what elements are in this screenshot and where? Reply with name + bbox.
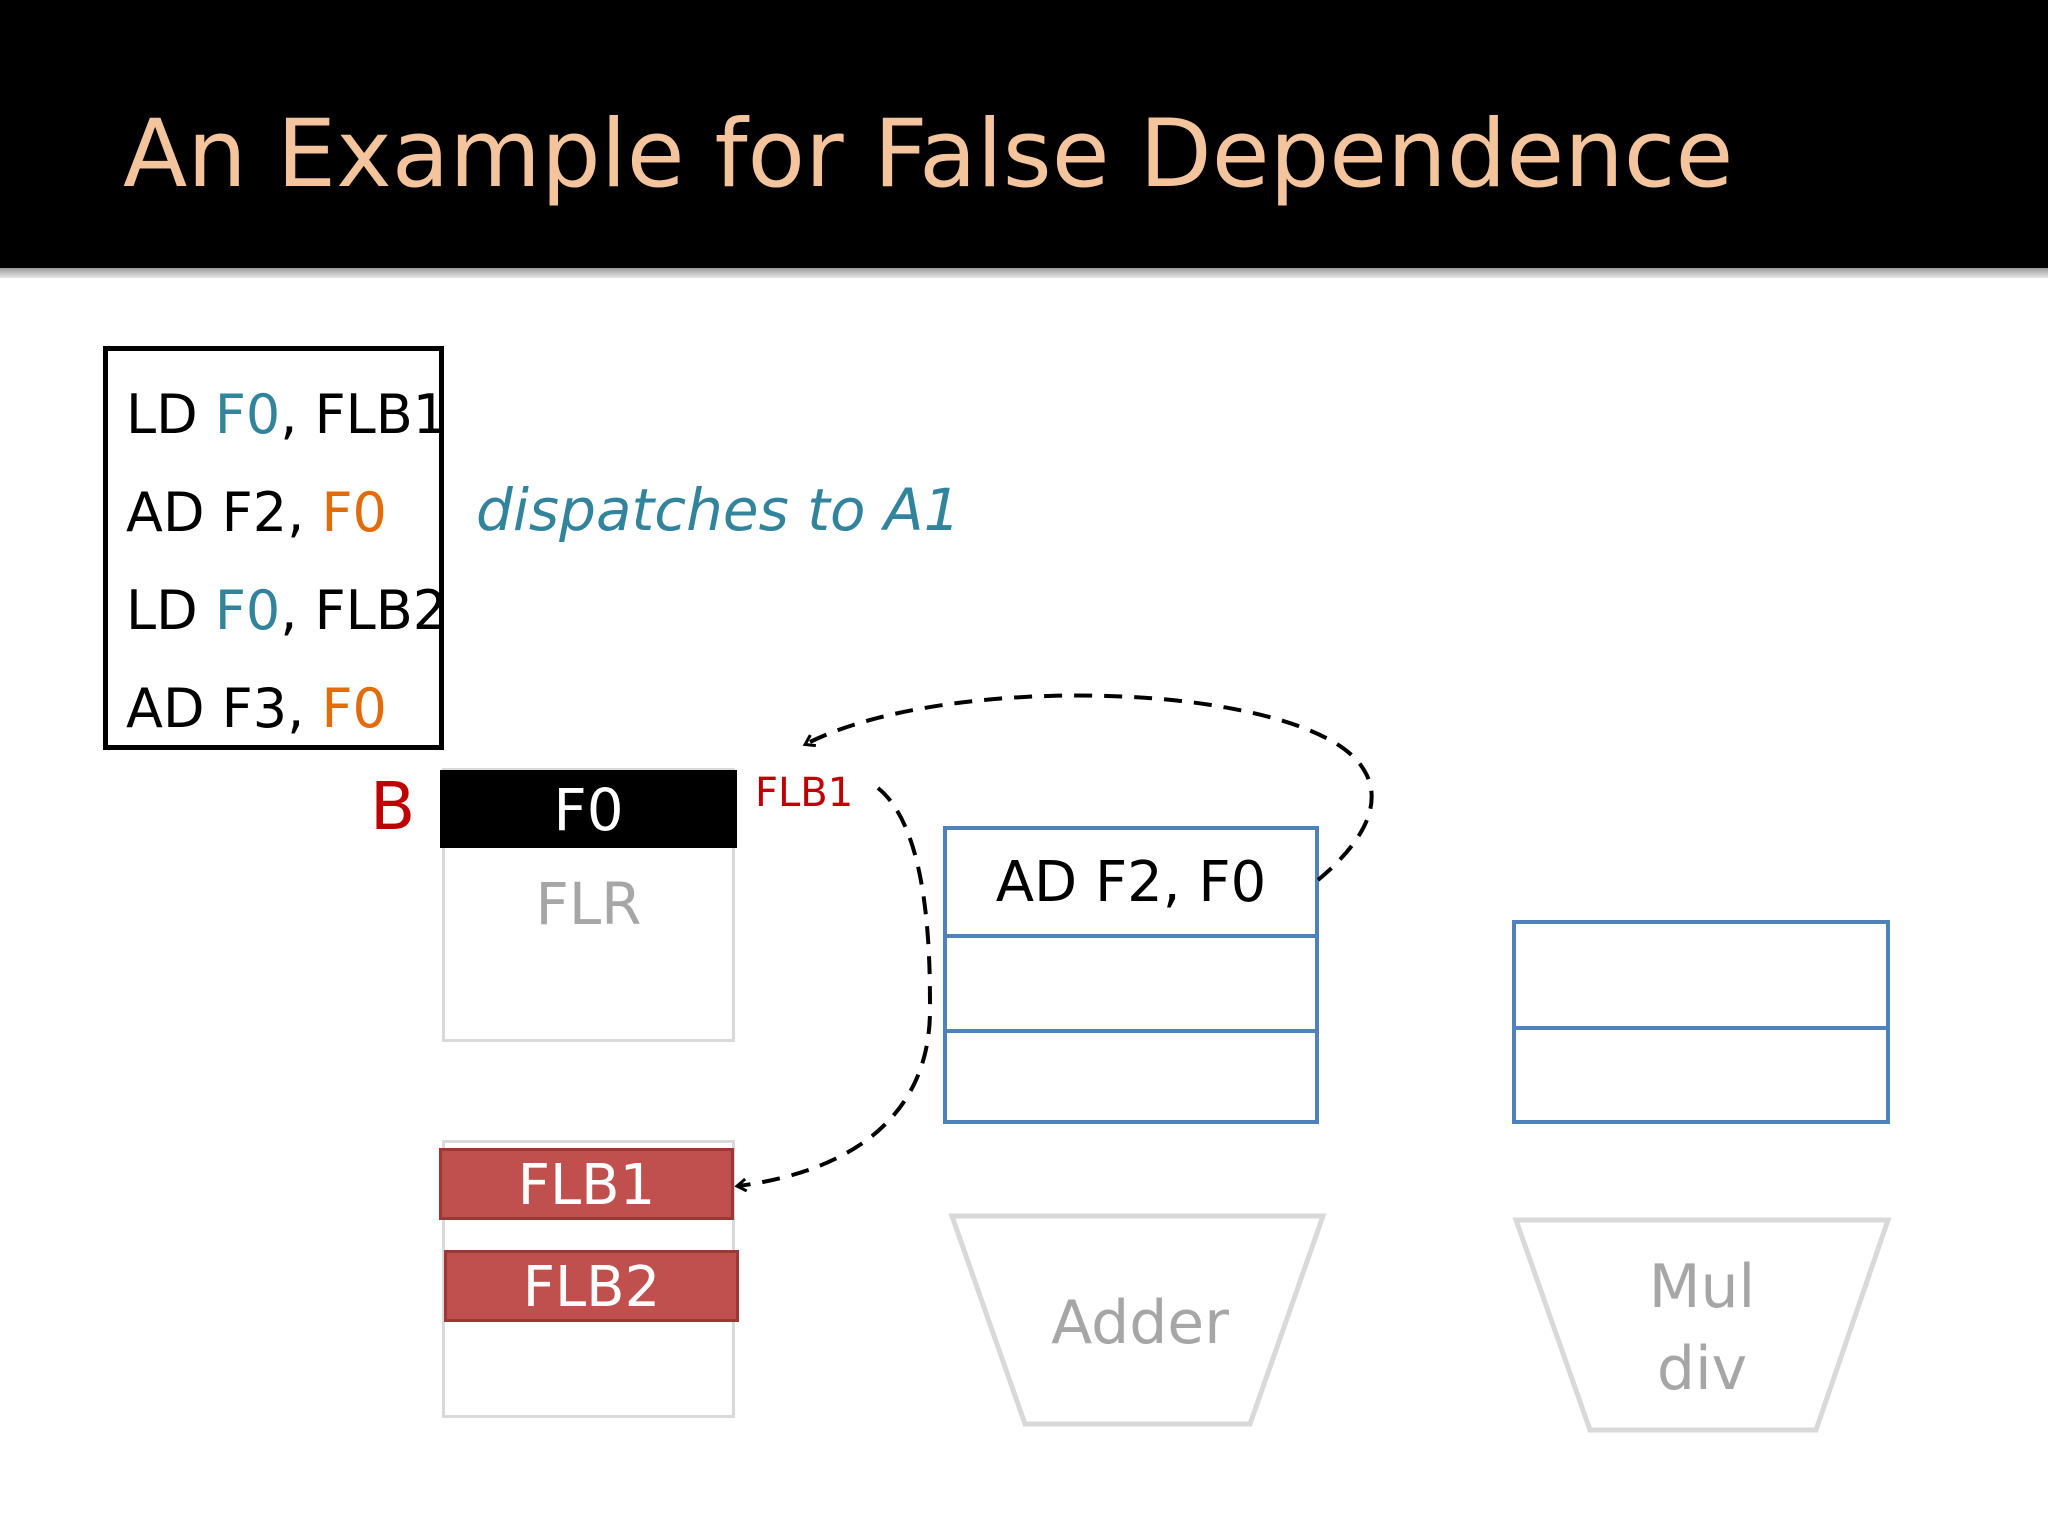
adder-unit-label: Adder — [1051, 1288, 1229, 1358]
adder-station-entry: AD F2, F0 — [995, 850, 1267, 915]
instruction-sep: , — [280, 383, 315, 446]
muldiv-unit-label-line1: Mul — [1648, 1252, 1756, 1322]
muldiv-unit-label-line2: div — [1656, 1334, 1748, 1404]
instruction-op: AD F2, — [126, 481, 322, 544]
load-buffer-flb1: FLB1 — [439, 1148, 734, 1220]
instruction-sep: , — [280, 579, 315, 642]
adder-station-row: AD F2, F0 — [947, 830, 1315, 938]
instruction-dest-reg: F0 — [214, 383, 281, 446]
adder-reservation-station: AD F2, F0 — [943, 826, 1319, 1124]
instruction-op: LD — [126, 383, 215, 446]
instruction-src-reg: F0 — [321, 481, 387, 544]
title-bar: An Example for False Dependence — [0, 0, 2048, 268]
slide-title: An Example for False Dependence — [123, 100, 1734, 209]
instruction-box: LD F0, FLB1 AD F2, F0 LD F0, FLB2 AD F3,… — [103, 346, 447, 750]
register-entry-f0: F0 — [440, 770, 737, 848]
adder-unit-shape — [948, 1213, 1327, 1427]
instruction-src-reg: F0 — [321, 677, 387, 740]
instruction-dest-reg: F0 — [214, 579, 281, 642]
title-divider — [0, 268, 2048, 278]
dispatch-annotation: dispatches to A1 — [476, 476, 961, 544]
instruction-op: LD — [126, 579, 215, 642]
register-file-label: FLR — [535, 870, 642, 938]
instruction-line: AD F3, F0 — [126, 677, 387, 740]
muldiv-unit-shape — [1512, 1217, 1892, 1433]
muldiv-station-row — [1516, 924, 1886, 1030]
instruction-op: AD F3, — [126, 677, 322, 740]
result-broadcast-arrow — [806, 693, 1374, 882]
register-tag: FLB1 — [755, 770, 854, 816]
tag-to-buffer-arrow — [738, 786, 933, 1186]
muldiv-reservation-station — [1512, 920, 1890, 1124]
adder-station-row — [947, 938, 1315, 1033]
load-buffer-flb2: FLB2 — [444, 1250, 739, 1322]
instruction-line: LD F0, FLB1 — [126, 383, 447, 446]
instruction-line: AD F2, F0 — [126, 481, 387, 544]
instruction-src: FLB1 — [314, 383, 448, 446]
register-file — [442, 768, 735, 1042]
instruction-src: FLB2 — [314, 579, 448, 642]
instruction-line: LD F0, FLB2 — [126, 579, 447, 642]
busy-bit-label: B — [370, 768, 416, 845]
